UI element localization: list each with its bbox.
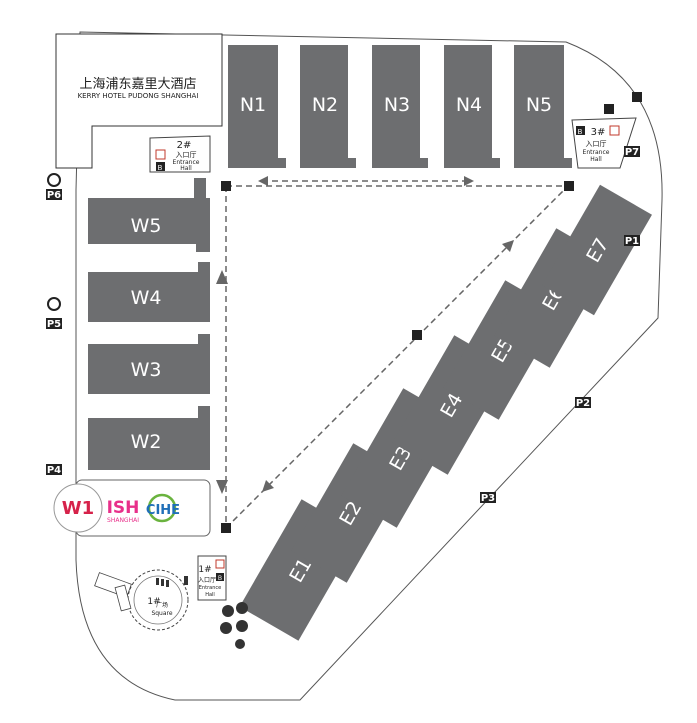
square-cn: 广场 — [156, 601, 168, 609]
hall-w3-label: W3 — [131, 359, 162, 381]
site-boundary — [75, 31, 663, 701]
hall-n2[interactable]: N2 — [300, 45, 356, 168]
entrance-hall-3[interactable]: B 3# 入口厅 Entrance Hall — [571, 117, 637, 169]
entrance-2-en2: Hall — [180, 165, 192, 172]
ish-logo-text: ISH — [107, 498, 140, 518]
entrance-2-cn: 入口厅 — [176, 151, 197, 159]
parking-p4-label: P4 — [47, 465, 61, 476]
entrance-2-en1: Entrance — [173, 159, 200, 166]
entrance-1-cn: 入口厅 — [198, 577, 216, 584]
entrance-1-num: 1# — [198, 565, 211, 575]
parking-p7-label: P7 — [625, 147, 639, 158]
parking-p2[interactable]: P2 — [575, 397, 591, 409]
metro-icon — [47, 297, 61, 311]
entrance-3-en2: Hall — [590, 156, 602, 163]
hall-w1-area[interactable]: W1 — [53, 479, 211, 537]
entrance-1-en2: Hall — [205, 592, 215, 598]
entrance-2-num: 2# — [177, 140, 192, 151]
entrance-3-en1: Entrance — [583, 149, 610, 156]
entrance-3-num: 3# — [591, 127, 606, 138]
sculpture-icon — [156, 576, 188, 587]
entrance-1-en1: Entrance — [199, 585, 221, 591]
hall-w1-label: W1 — [62, 498, 94, 519]
hotel-name-cn: 上海浦东嘉里大酒店 — [79, 77, 196, 92]
hall-w2[interactable]: W2 — [88, 406, 210, 470]
parking-p1[interactable]: P1 — [624, 235, 640, 247]
walkway-arrows — [216, 176, 514, 494]
cihe-logo: CIHE — [146, 493, 180, 523]
hall-e7[interactable]: E7 — [542, 184, 652, 316]
parking-p5-label: P5 — [47, 319, 61, 330]
kerry-hotel[interactable]: 上海浦东嘉里大酒店 KERRY HOTEL PUDONG SHANGHAI — [55, 33, 223, 169]
parking-p1-label: P1 — [625, 236, 639, 247]
entrance-1-b: B — [218, 576, 222, 582]
hall-n4[interactable]: N4 — [444, 45, 500, 168]
parking-p3-label: P3 — [481, 493, 495, 504]
entrance-hall-1[interactable]: B 1# 入口厅 Entrance Hall — [197, 555, 227, 601]
square-en: Square — [151, 610, 172, 617]
parking-p2-label: P2 — [576, 398, 590, 409]
hall-w5-label: W5 — [131, 215, 162, 237]
hall-w4-label: W4 — [131, 287, 162, 309]
square-num: 1# — [147, 597, 160, 607]
hall-n1-label: N1 — [240, 94, 266, 116]
entrance-3-cn: 入口厅 — [586, 140, 607, 148]
ish-logo: ISH SHANGHAI — [107, 498, 140, 524]
hall-n5[interactable]: N5 — [514, 45, 572, 168]
parking-p4[interactable]: P4 — [46, 464, 62, 476]
hall-w4[interactable]: W4 — [88, 262, 210, 322]
parking-p3[interactable]: P3 — [480, 492, 496, 504]
hall-n2-label: N2 — [312, 94, 338, 116]
hotel-name-en: KERRY HOTEL PUDONG SHANGHAI — [78, 92, 199, 100]
gate-markers — [221, 92, 642, 533]
metro-icon — [47, 173, 61, 187]
entrance-3-b: B — [578, 129, 583, 136]
parking-p5[interactable]: P5 — [46, 297, 62, 330]
hall-n1[interactable]: N1 — [228, 45, 286, 168]
parking-p7[interactable]: P7 — [624, 146, 640, 158]
parking-p6-label: P6 — [47, 190, 61, 201]
hall-n3[interactable]: N3 — [372, 45, 428, 168]
hall-n5-label: N5 — [526, 94, 552, 116]
hall-n4-label: N4 — [456, 94, 482, 116]
entrance-2-b: B — [158, 165, 163, 172]
hall-w5[interactable]: W5 — [88, 178, 210, 252]
parking-p6[interactable]: P6 — [46, 173, 62, 201]
cihe-logo-text: CIHE — [146, 503, 180, 518]
ish-logo-sub: SHANGHAI — [107, 517, 139, 524]
hall-n3-label: N3 — [384, 94, 410, 116]
hall-w2-label: W2 — [131, 431, 162, 453]
trees — [220, 602, 248, 649]
hall-w3[interactable]: W3 — [88, 334, 210, 394]
square-plaza[interactable]: 1# 广场 Square — [94, 569, 189, 631]
entrance-hall-2[interactable]: B 2# 入口厅 Entrance Hall — [149, 135, 211, 173]
